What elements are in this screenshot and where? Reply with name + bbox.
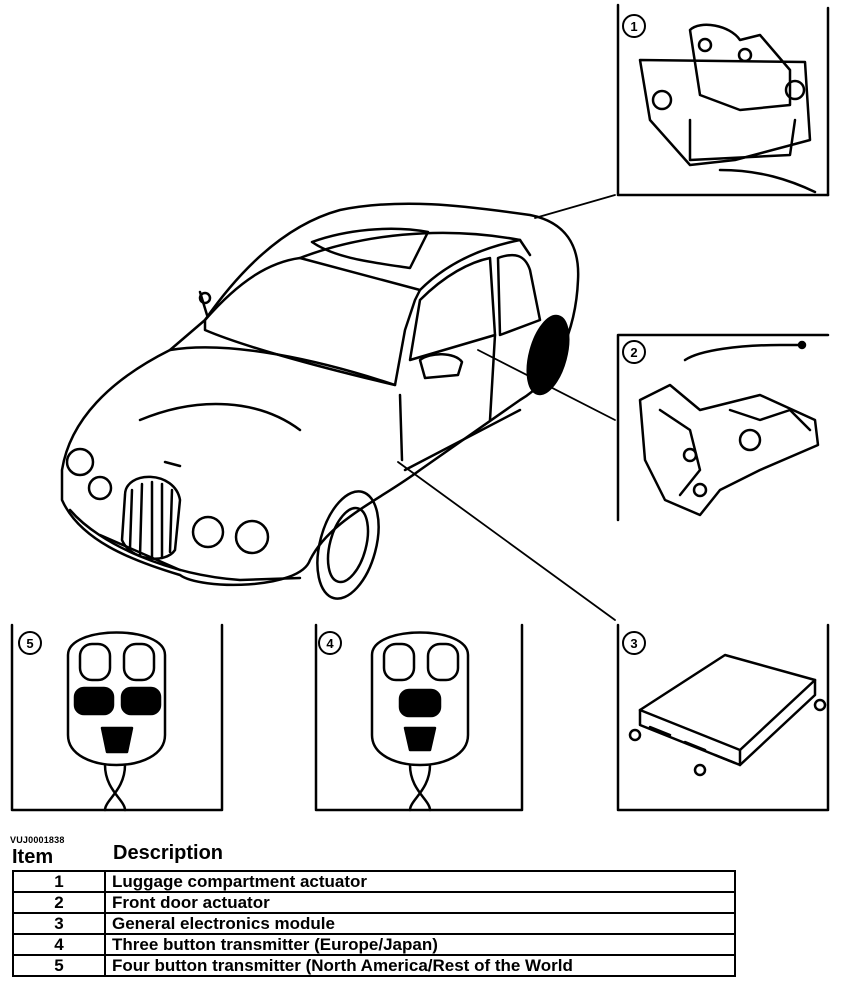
item-number: 3 [12,912,106,935]
callout-3: 3 [622,631,646,655]
table-row: 2 Front door actuator [12,891,736,914]
table-row: 3 General electronics module [12,912,736,935]
item-description: General electronics module [104,912,736,935]
callout-1-label: 1 [630,19,637,34]
item-number: 2 [12,891,106,914]
panel-three-button-transmitter [314,623,524,812]
legend-table: 1 Luggage compartment actuator 2 Front d… [12,870,736,977]
callout-2-label: 2 [630,345,637,360]
panel-electronics-module [616,623,830,812]
leader-lines [397,194,616,621]
callout-3-label: 3 [630,636,637,651]
column-header-item: Item [12,846,54,868]
item-number: 1 [12,870,106,893]
panel-four-button-transmitter [10,623,224,812]
item-description: Four button transmitter (North America/R… [104,954,736,977]
component-location-diagram: 1 2 3 4 5 [10,3,830,812]
callout-2: 2 [622,340,646,364]
callout-4-label: 4 [326,636,334,651]
callout-5: 5 [18,631,42,655]
table-row: 5 Four button transmitter (North America… [12,954,736,977]
item-description: Front door actuator [104,891,736,914]
item-description: Luggage compartment actuator [104,870,736,893]
panel-luggage-actuator [616,3,830,197]
callout-4: 4 [318,631,342,655]
table-row: 1 Luggage compartment actuator [12,870,736,893]
figure-reference: VUJ0001838 [10,835,65,845]
callout-5-label: 5 [26,636,33,651]
table-row: 4 Three button transmitter (Europe/Japan… [12,933,736,956]
item-description: Three button transmitter (Europe/Japan) [104,933,736,956]
panel-door-actuator [616,333,830,522]
column-header-description: Description [113,842,224,864]
item-number: 4 [12,933,106,956]
item-number: 5 [12,954,106,977]
callout-1: 1 [622,14,646,38]
car-illustration [60,202,580,600]
